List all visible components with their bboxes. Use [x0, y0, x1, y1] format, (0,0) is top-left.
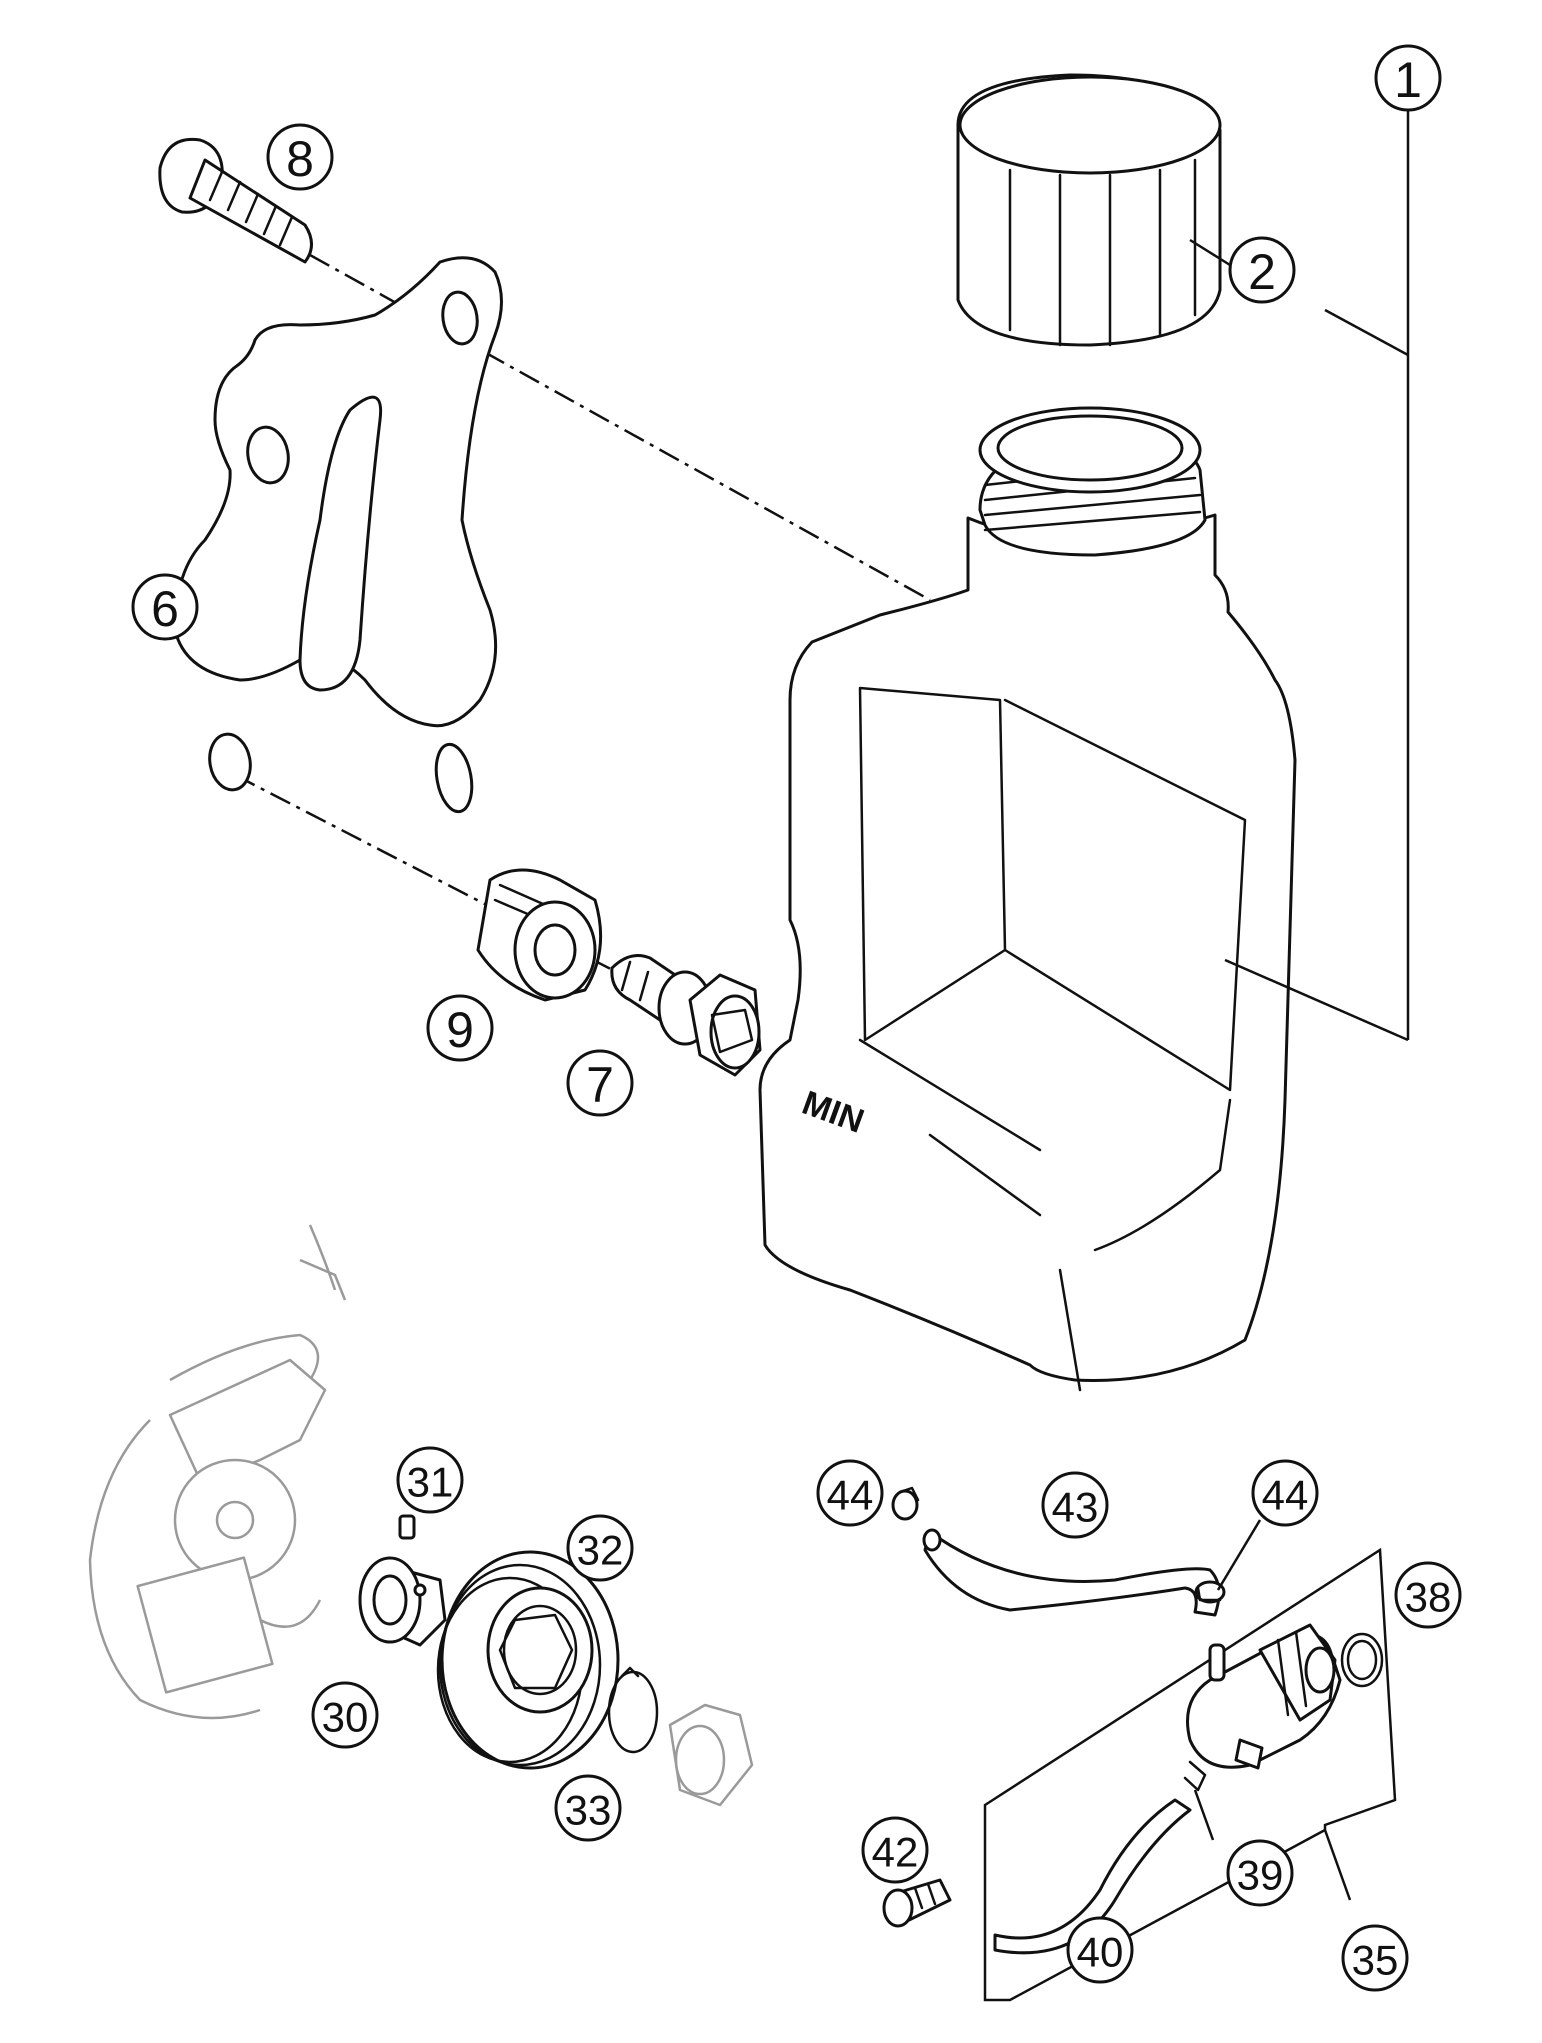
callout-39: 39: [1226, 1839, 1294, 1907]
callout-30-label: 30: [322, 1694, 369, 1741]
oil-pump-body: [1186, 1623, 1342, 1770]
callout-30: 30: [311, 1681, 379, 1749]
screw-part-8: [158, 137, 313, 264]
o-ring-part-38: [1340, 1632, 1384, 1688]
callout-44-right-label: 44: [1262, 1472, 1309, 1519]
oil-tank-part-1: MIN: [758, 406, 1297, 1392]
callout-35-label: 35: [1352, 1937, 1399, 1984]
callout-42-label: 42: [872, 1829, 919, 1876]
sleeve-part-30: [358, 1556, 447, 1647]
oil-pump-kit-box-part-35: [983, 1547, 1397, 2002]
callout-39-label: 39: [1237, 1852, 1284, 1899]
faded-stator-assembly: [88, 1224, 347, 1720]
callout-33-label: 33: [565, 1787, 612, 1834]
callout-44-left-label: 44: [827, 1472, 874, 1519]
hose-clamp-part-44-right: [1194, 1580, 1226, 1604]
pin-part-31: [398, 1514, 416, 1540]
callout-1-label: 1: [1394, 52, 1422, 108]
callout-44-right: 44: [1251, 1459, 1319, 1527]
assembly-axes: [234, 253, 931, 1012]
pump-gear-part-32: [436, 1550, 620, 1770]
callout-43-label: 43: [1052, 1484, 1099, 1531]
callout-8: 8: [266, 123, 334, 191]
callout-38: 38: [1394, 1561, 1462, 1629]
hose-clamp-part-44-left: [891, 1486, 920, 1521]
callout-42: 42: [861, 1816, 929, 1884]
callout-9: 9: [426, 994, 494, 1062]
callout-35: 35: [1341, 1924, 1409, 1992]
callout-40-label: 40: [1077, 1929, 1124, 1976]
callout-38-label: 38: [1405, 1574, 1452, 1621]
callout-40: 40: [1066, 1916, 1134, 1984]
tank-cap-part-2: [956, 73, 1222, 347]
callout-43: 43: [1041, 1471, 1109, 1539]
faded-nut: [668, 1703, 754, 1807]
callout-32-label: 32: [577, 1527, 624, 1574]
callout-7-label: 7: [586, 1057, 614, 1113]
callout-9-label: 9: [446, 1002, 474, 1058]
vent-hose-part-43: [922, 1528, 1221, 1617]
callout-31-label: 31: [407, 1459, 454, 1506]
callout-6-label: 6: [151, 581, 179, 637]
circlip-part-33: [607, 1666, 659, 1754]
callout-1: 1: [1374, 44, 1442, 112]
screw-part-42: [882, 1878, 952, 1928]
callout-33: 33: [554, 1774, 622, 1842]
callout-2-label: 2: [1248, 244, 1276, 300]
callout-8-label: 8: [286, 131, 314, 187]
bracket-plate-part-6: [173, 256, 503, 814]
callout-44-left: 44: [816, 1459, 884, 1527]
hose-clip-part-39: [1183, 1760, 1207, 1792]
callout-32: 32: [566, 1514, 634, 1582]
callout-6: 6: [131, 573, 199, 641]
callout-31: 31: [396, 1446, 464, 1514]
leader-lines: [1189, 105, 1410, 1901]
callout-7: 7: [566, 1049, 634, 1117]
hex-bolt-part-7: [610, 954, 762, 1077]
callout-2: 2: [1228, 236, 1296, 304]
rubber-grommet-part-9: [476, 868, 603, 1002]
